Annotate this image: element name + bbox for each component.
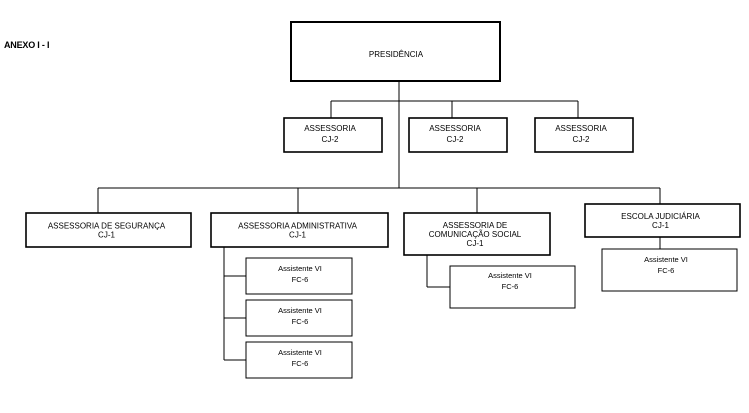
- assessoria-box-3: ASSESSORIA CJ-2: [534, 117, 634, 153]
- presidencia-box: PRESIDÊNCIA: [290, 21, 501, 82]
- assistente-administrativa-1-text: Assistente VI: [278, 264, 322, 273]
- department-box-3-text: CJ-1: [467, 239, 484, 248]
- department-box-3-text: COMUNICAÇÃO SOCIAL: [429, 230, 522, 239]
- assistente-escola: Assistente VI FC-6: [601, 248, 738, 292]
- assistente-administrativa-2-frame: [245, 299, 353, 337]
- assessoria-box-1-text: CJ-2: [322, 135, 339, 144]
- assistente-comunicacao-text: Assistente VI: [488, 271, 532, 280]
- department-box-4-text: ESCOLA JUDICIÁRIA: [621, 212, 700, 221]
- department-box-4-frame: [584, 203, 741, 238]
- assistente-administrativa-2-text: Assistente VI: [278, 306, 322, 315]
- assistente-administrativa-3-text: Assistente VI: [278, 348, 322, 357]
- assistente-administrativa-1-frame: [245, 257, 353, 295]
- department-box-1-text: ASSESSORIA DE SEGURANÇA: [48, 221, 166, 230]
- assistente-comunicacao-frame: [449, 265, 576, 309]
- assistente-administrativa-3: Assistente VI FC-6: [245, 341, 353, 379]
- org-boxes: PRESIDÊNCIAASSESSORIACJ-2ASSESSORIACJ-2A…: [25, 21, 741, 379]
- assistente-comunicacao: Assistente VI FC-6: [449, 265, 576, 309]
- assistente-administrativa-2-text: FC-6: [292, 317, 309, 326]
- department-box-3-text: ASSESSORIA DE: [443, 221, 507, 230]
- assessoria-box-3-text: ASSESSORIA: [555, 124, 607, 133]
- assistente-comunicacao-text: FC-6: [502, 282, 519, 291]
- assessoria-box-2-text: CJ-2: [447, 135, 464, 144]
- department-box-2-frame: [210, 212, 389, 248]
- assessoria-box-3-text: CJ-2: [573, 135, 590, 144]
- assessoria-box-2: ASSESSORIA CJ-2: [408, 117, 508, 153]
- department-box-1-frame: [25, 212, 192, 248]
- assessoria-box-2-frame: [408, 117, 508, 153]
- assistente-escola-text: Assistente VI: [644, 255, 688, 264]
- presidencia-box-text: PRESIDÊNCIA: [369, 50, 424, 59]
- connector-lines: [97, 81, 661, 361]
- assistente-administrativa-2: Assistente VI FC-6: [245, 299, 353, 337]
- assessoria-box-1: ASSESSORIA CJ-2: [283, 117, 383, 153]
- assessoria-box-1-frame: [283, 117, 383, 153]
- assistente-administrativa-1-text: FC-6: [292, 275, 309, 284]
- annex-label: ANEXO I - I: [4, 40, 50, 50]
- assistente-escola-frame: [601, 248, 738, 292]
- assistente-administrativa-3-frame: [245, 341, 353, 379]
- department-box-4-text: CJ-1: [652, 221, 669, 230]
- department-box-2-text: ASSESSORIA ADMINISTRATIVA: [238, 221, 358, 230]
- department-box-1-text: CJ-1: [98, 230, 115, 239]
- assistente-escola-text: FC-6: [658, 266, 675, 275]
- department-box-3-frame: [403, 212, 551, 256]
- assessoria-box-1-text: ASSESSORIA: [304, 124, 356, 133]
- assistente-administrativa-3-text: FC-6: [292, 359, 309, 368]
- presidencia-box-frame: [290, 21, 501, 82]
- department-box-2-text: CJ-1: [289, 230, 306, 239]
- assessoria-box-2-text: ASSESSORIA: [429, 124, 481, 133]
- assistente-administrativa-1: Assistente VI FC-6: [245, 257, 353, 295]
- assessoria-box-3-frame: [534, 117, 634, 153]
